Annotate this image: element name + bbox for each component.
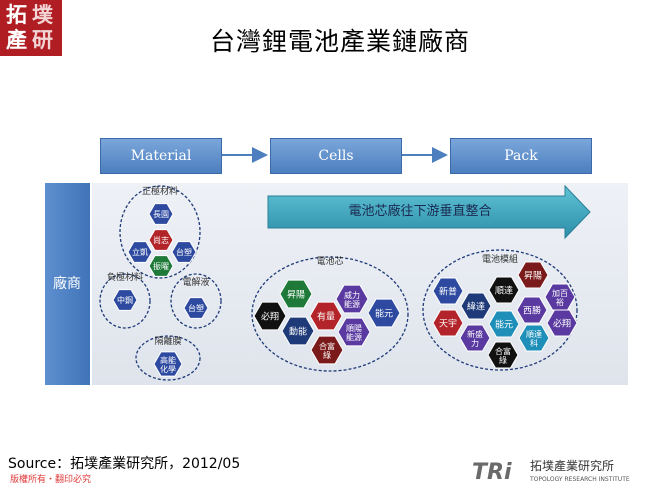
company-name: 加百: [552, 288, 568, 298]
company-hex-cells: [279, 279, 313, 309]
company-name: 立凱: [132, 247, 148, 257]
company-hex-separator: [153, 351, 183, 377]
source-note: Source：拓墣產業研究所，2012/05: [8, 456, 241, 472]
company-hex-pack: [518, 324, 550, 352]
company-name: 裕: [556, 297, 564, 307]
company-hex-pack: [487, 341, 519, 369]
company-hex-pack: [516, 296, 548, 324]
stage-material: Material: [100, 138, 222, 174]
company-name: 新普: [439, 286, 457, 298]
company-hex-pack: [546, 309, 578, 337]
company-name: 昇陽: [524, 271, 542, 282]
company-name: 能源: [344, 299, 360, 309]
group-label-separator: 隔離膜: [154, 335, 181, 347]
company-name: 化學: [160, 364, 176, 374]
company-hex-pack: [488, 310, 520, 338]
group-ellipse-cells: [251, 256, 409, 372]
logo-char: 墣: [32, 2, 53, 27]
company-hex-electrolyte: [183, 297, 209, 319]
logo-mark: TRi: [472, 460, 512, 485]
company-name: 昇陽: [287, 290, 305, 301]
company-hex-cells: [253, 301, 287, 331]
logo-top-left: 拓 墣 產 研: [0, 0, 62, 56]
company-name: 順達: [526, 329, 542, 339]
company-name: 綠: [323, 350, 331, 360]
company-name: 必翔: [261, 311, 279, 323]
company-name: 綠: [499, 355, 507, 365]
company-hex-pack: [432, 309, 464, 337]
company-hex-cells: [281, 316, 315, 346]
group-label-cathode: 正極材料: [142, 185, 178, 197]
company-name: 能元: [495, 319, 513, 331]
company-name: 能源: [346, 332, 362, 342]
company-name: 天宇: [439, 318, 457, 330]
side-label-bar: 廠商: [45, 183, 90, 385]
company-hex-anode: [112, 289, 138, 311]
company-name: 順陽: [346, 324, 362, 333]
company-name: 能元: [375, 308, 393, 320]
company-hex-pack: [460, 292, 492, 320]
company-hex-cathode: [171, 241, 197, 263]
company-hex-cathode: [148, 255, 174, 277]
page-title: 台灣鋰電池產業鏈廠商: [209, 27, 470, 56]
company-name: 長園: [153, 210, 169, 219]
company-hex-cells: [309, 301, 343, 331]
company-name: 台塑: [176, 247, 192, 257]
group-label-anode: 負極材料: [107, 271, 143, 283]
company-name: 台塑: [188, 303, 204, 313]
logo-name: 拓墣產業研究所: [530, 458, 614, 473]
logo-sub: TOPOLOGY RESEARCH INSTITUTE: [529, 476, 630, 483]
company-name: 高能: [160, 355, 176, 365]
company-name: 必翔: [553, 318, 571, 330]
group-label-pack: 電池模組: [482, 253, 518, 265]
stage-cells: Cells: [270, 138, 402, 174]
company-hex-pack: [488, 276, 520, 304]
company-hexagons: 長園立凱尚志台塑振曜中鋼台塑高能化學昇陽威力能源必翔有量能元動能順陽能源合富綠新…: [112, 203, 578, 377]
group-ellipse-separator: [135, 335, 201, 381]
company-name: 新盛: [467, 329, 483, 339]
company-hex-cells: [337, 317, 371, 347]
company-name: 科: [530, 338, 538, 348]
company-name: 合富: [495, 346, 511, 356]
company-hex-pack: [459, 324, 491, 352]
company-hex-pack: [432, 277, 464, 305]
company-hex-pack: [517, 261, 549, 289]
vertical-integration-arrow: [267, 184, 591, 240]
company-name: 順達: [495, 285, 513, 297]
company-name: 西勝: [523, 305, 541, 317]
company-name: 尚志: [153, 235, 169, 245]
company-hex-cathode: [127, 241, 153, 263]
company-name: 動能: [289, 326, 307, 338]
company-name: 合富: [319, 341, 335, 351]
stage-pack: Pack: [450, 138, 592, 174]
logo-char: 產: [6, 27, 27, 52]
company-hex-cells: [335, 284, 369, 314]
logo-char: 研: [32, 27, 53, 52]
company-hex-cells: [310, 335, 344, 365]
company-name: 威力: [344, 290, 360, 300]
logo-bottom-right: TRi 拓墣產業研究所 TOPOLOGY RESEARCH INSTITUTE: [472, 458, 630, 485]
group-ellipse-cathode: [119, 185, 201, 279]
group-ellipse-electrolyte: [170, 273, 222, 329]
group-ellipse-anode: [99, 273, 151, 329]
company-name: 力: [471, 338, 479, 348]
company-hex-cells: [367, 298, 401, 328]
copyright-note: 版權所有・翻印必究: [10, 475, 92, 485]
group-label-electrolyte: 電解液: [182, 276, 209, 288]
company-hex-cathode: [148, 203, 174, 225]
side-label: 廠商: [53, 276, 81, 292]
company-name: 有量: [317, 311, 335, 323]
company-name: 振曜: [153, 261, 169, 271]
vertical-integration-label: 電池芯廠往下游垂直整合: [348, 204, 492, 219]
group-label-cells: 電池芯: [316, 255, 343, 267]
group-ellipse-pack: [422, 249, 578, 371]
logo-char: 拓: [6, 2, 27, 27]
company-hex-cathode: [148, 229, 174, 251]
company-name: 中鋼: [117, 295, 133, 305]
company-name: 緯達: [467, 301, 485, 313]
